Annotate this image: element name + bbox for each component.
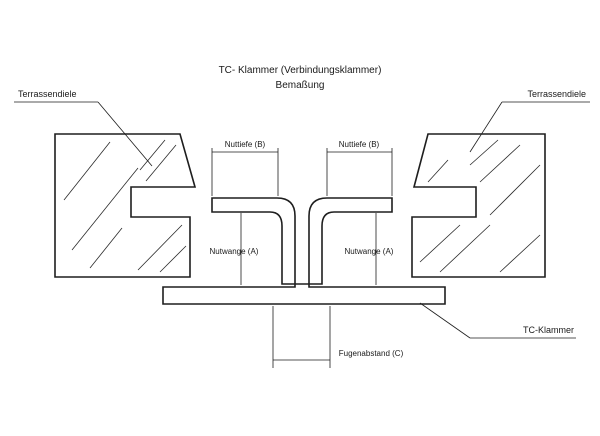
left-board-outline	[54, 133, 197, 278]
board-label-right: Terrassendiele	[527, 89, 586, 99]
groove-cheek-label-right: Nutwange (A)	[345, 247, 394, 256]
tc-clip	[162, 197, 446, 305]
right-board-outline	[411, 133, 546, 278]
dim-groove-cheek-left: Nutwange (A)	[210, 213, 259, 285]
groove-depth-label-right: Nuttiefe (B)	[339, 140, 380, 149]
leader-clip: TC-Klammer	[419, 302, 576, 339]
leader-board-left: Terrassendiele	[14, 89, 153, 167]
left-board	[54, 133, 197, 278]
groove-depth-label-left: Nuttiefe (B)	[225, 140, 266, 149]
dim-groove-depth-right: Nuttiefe (B)	[326, 140, 393, 196]
leader-board-right: Terrassendiele	[469, 89, 590, 153]
dim-groove-cheek-right: Nutwange (A)	[345, 213, 394, 285]
right-board-hatching	[419, 139, 541, 273]
right-board	[411, 133, 546, 278]
left-board-hatching	[63, 139, 187, 273]
clip-outline	[162, 197, 446, 305]
dim-groove-depth-left: Nuttiefe (B)	[211, 140, 279, 196]
board-label-left: Terrassendiele	[18, 89, 77, 99]
title-line-1: TC- Klammer (Verbindungsklammer)	[219, 65, 382, 76]
clip-label: TC-Klammer	[523, 325, 574, 335]
joint-gap-label: Fugenabstand (C)	[339, 349, 404, 358]
title-line-2: Bemaßung	[276, 80, 325, 91]
dim-joint-gap: Fugenabstand (C)	[272, 306, 404, 368]
groove-cheek-label-left: Nutwange (A)	[210, 247, 259, 256]
